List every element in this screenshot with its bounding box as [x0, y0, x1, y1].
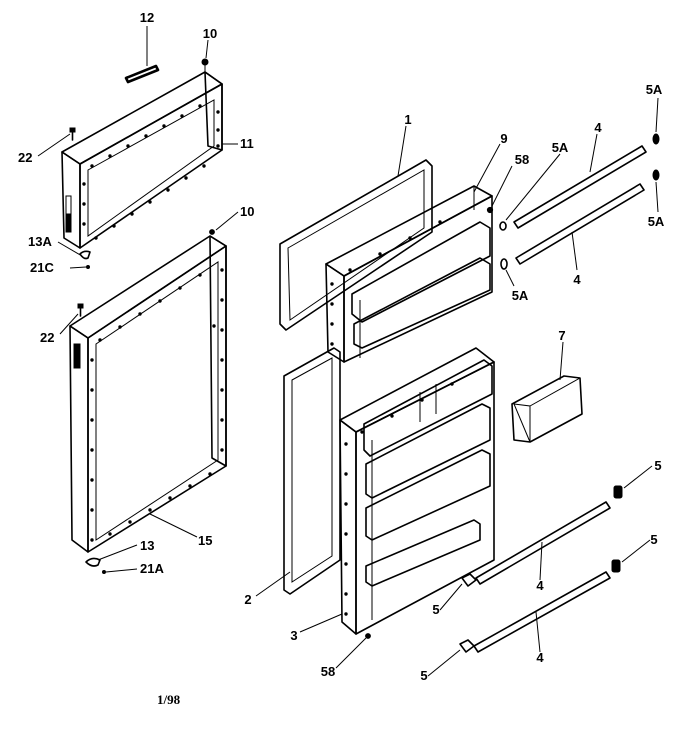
screw-10-top	[201, 58, 209, 72]
end-cap-5-d	[459, 639, 475, 653]
freezer-door-outer-panel	[61, 71, 223, 249]
end-cap-5A-b	[652, 133, 660, 145]
handle-trim-12	[124, 64, 160, 84]
callout-4-d: 4	[536, 650, 544, 665]
callout-4-c: 4	[536, 578, 544, 593]
callout-7: 7	[558, 328, 565, 343]
callout-5-d: 5	[420, 668, 427, 683]
freezer-door-gasket-1	[279, 159, 433, 331]
screw-58-upper	[486, 206, 494, 214]
callout-13: 13	[140, 538, 154, 553]
callout-2: 2	[244, 592, 251, 607]
page-caption: 1/98	[157, 692, 181, 707]
shelf-rail-food-lower	[473, 571, 611, 653]
food-door-outer-panel	[69, 235, 227, 553]
callout-11: 11	[240, 136, 254, 151]
dairy-door-7	[511, 375, 583, 443]
callout-5-c: 5	[432, 602, 439, 617]
end-cap-5A-a	[499, 221, 507, 231]
freezer-door-liner-9	[325, 185, 493, 363]
screw-22-top	[69, 127, 76, 141]
end-cap-5-b	[611, 559, 621, 573]
callout-3: 3	[290, 628, 297, 643]
callout-10-top: 10	[203, 26, 217, 41]
callout-21C: 21C	[30, 260, 54, 275]
screw-21A	[102, 570, 106, 574]
screw-21C	[86, 265, 90, 269]
callout-1: 1	[404, 112, 411, 127]
shelf-rail-freezer-upper	[513, 145, 647, 229]
callout-22-top: 22	[18, 150, 32, 165]
food-door-liner-3	[339, 347, 495, 635]
leader-lines	[37, 26, 659, 677]
screw-22-lower	[77, 303, 84, 317]
callout-22-lower: 22	[40, 330, 54, 345]
callout-9: 9	[500, 131, 507, 146]
callout-4-a: 4	[594, 120, 602, 135]
callout-13A: 13A	[28, 234, 52, 249]
end-cap-5A-c	[652, 169, 660, 181]
shelf-rail-freezer-lower	[515, 183, 645, 265]
callout-labels: 12 10 11 22 13A 21C 10 22 13 21A 15 1 9 …	[18, 10, 665, 683]
food-door-gasket-2	[283, 347, 341, 595]
callout-10-lower: 10	[240, 204, 254, 219]
callout-58-upper: 58	[515, 152, 529, 167]
callout-15: 15	[198, 533, 212, 548]
callout-5A-b: 5A	[646, 82, 663, 97]
callout-5-a: 5	[654, 458, 661, 473]
callout-5-b: 5	[650, 532, 657, 547]
callout-4-b: 4	[573, 272, 581, 287]
hinge-13	[85, 557, 101, 567]
hinge-13A	[79, 250, 91, 260]
callout-21A: 21A	[140, 561, 164, 576]
end-cap-5-a	[613, 485, 623, 499]
callout-5A-c: 5A	[648, 214, 665, 229]
callout-58-lower: 58	[321, 664, 335, 679]
screw-10-lower	[209, 229, 215, 235]
callout-5A-a: 5A	[552, 140, 569, 155]
callout-12: 12	[140, 10, 154, 25]
screw-58-lower	[365, 633, 371, 639]
end-cap-5-c	[461, 573, 477, 587]
end-cap-5A-d	[500, 258, 508, 270]
shelf-rail-food-upper	[475, 501, 611, 585]
callout-5A-d: 5A	[512, 288, 529, 303]
